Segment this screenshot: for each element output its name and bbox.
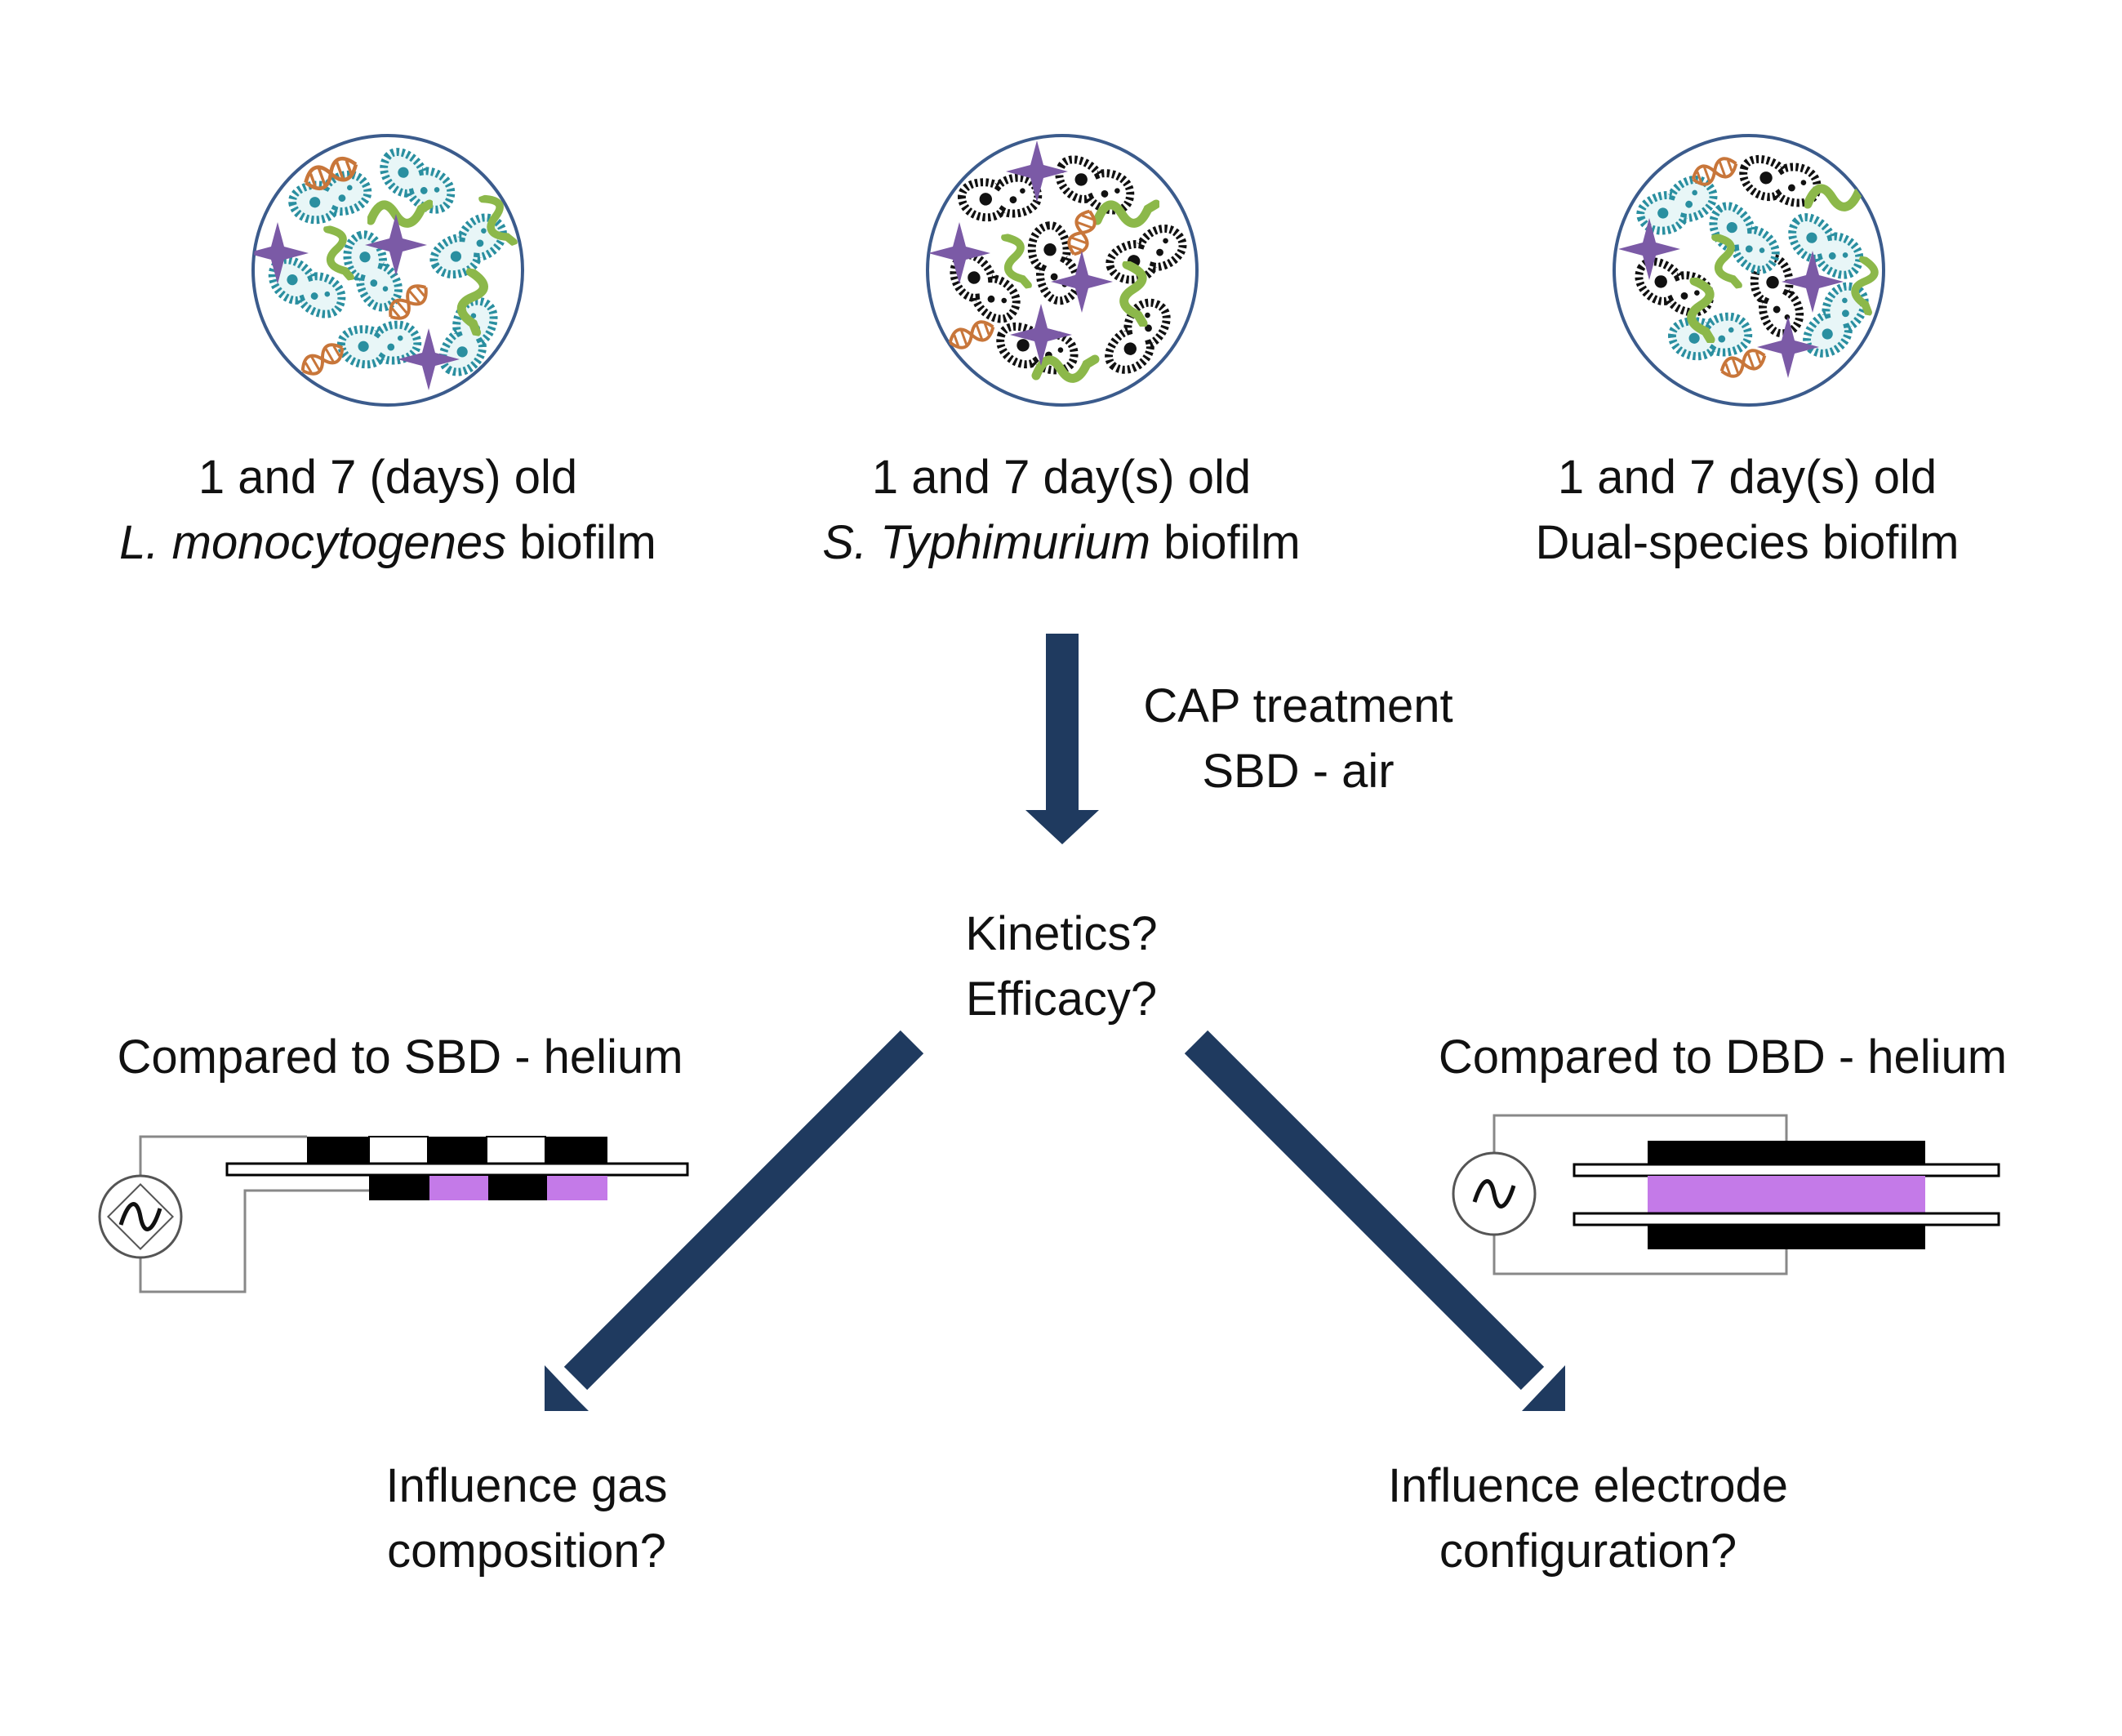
left-diagonal-arrow: [545, 1030, 924, 1411]
biofilm-species: L. monocytogenes biofilm: [119, 516, 656, 569]
biofilm-species: Dual-species biofilm: [1535, 516, 1960, 569]
compare-dbd-helium-label: Compared to DBD - helium: [1438, 1030, 2008, 1084]
ac-source-icon: [1452, 1151, 1537, 1236]
biofilm-label-salmonella: 1 and 7 day(s) old S. Typhimurium biofil…: [751, 445, 1372, 576]
questions-label: Kinetics? Efficacy?: [965, 907, 1158, 1026]
dual-species-biofilm-icon: [1613, 134, 1885, 407]
outcome-gas-composition: Influence gas composition?: [385, 1459, 668, 1578]
biofilm-species: S. Typhimurium biofilm: [822, 516, 1301, 569]
right-diagonal-arrow: [1184, 1030, 1565, 1411]
listeria-biofilm-icon: [251, 134, 524, 407]
outcome-electrode-configuration: Influence electrode configuration?: [1387, 1459, 1789, 1578]
treatment-label: CAP treatment SBD - air: [1143, 679, 1453, 798]
biofilm-age: 1 and 7 (days) old: [198, 451, 578, 504]
salmonella-biofilm-icon: [926, 134, 1199, 407]
biofilm-age: 1 and 7 day(s) old: [871, 451, 1252, 504]
sbd-electrode-icon: [139, 1135, 689, 1293]
ac-source-icon: [98, 1174, 183, 1259]
down-arrow: [1025, 634, 1099, 844]
biofilm-label-listeria: 1 and 7 (days) old L. monocytogenes biof…: [78, 445, 698, 576]
compare-sbd-helium-label: Compared to SBD - helium: [117, 1030, 683, 1084]
biofilm-age: 1 and 7 day(s) old: [1557, 451, 1937, 504]
biofilm-label-dual: 1 and 7 day(s) old Dual-species biofilm: [1437, 445, 2057, 576]
dbd-electrode-icon: [1493, 1114, 2000, 1275]
